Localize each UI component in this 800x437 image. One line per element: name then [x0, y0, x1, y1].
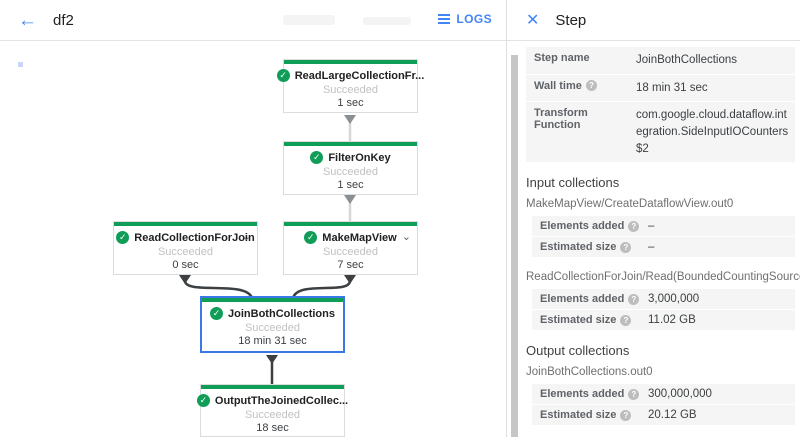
section-title-output-collections: Output collections [526, 343, 630, 359]
node-name: FilterOnKey [328, 151, 391, 164]
node-status-bar [114, 222, 257, 226]
help-icon[interactable]: ? [628, 388, 640, 400]
metric-value: 300,000,000 [648, 388, 712, 401]
metric-label: Estimated size [540, 409, 617, 422]
graph-node-filter-on-key[interactable]: ✓ FilterOnKey Succeeded 1 sec [283, 141, 418, 195]
node-status: Succeeded [322, 246, 379, 258]
job-title: df2 [53, 11, 74, 29]
node-time: 1 sec [337, 97, 364, 109]
node-name: MakeMapView [322, 231, 397, 244]
collection-name: MakeMapView/CreateDataflowView.out0 [526, 198, 734, 211]
help-icon[interactable]: ? [585, 80, 597, 92]
step-panel-body: Step name JoinBothCollections Wall time … [507, 41, 800, 437]
node-status-bar [284, 142, 417, 146]
metric-label: Elements added [540, 220, 625, 233]
metric-label: Elements added [540, 388, 625, 401]
metric-row: Elements added ? 3,000,000 [532, 289, 795, 310]
logs-label: LOGS [456, 12, 492, 26]
node-status-bar [201, 385, 344, 389]
close-icon[interactable]: ✕ [526, 12, 540, 29]
property-label: Step name [534, 52, 590, 64]
metric-label: Elements added [540, 293, 625, 306]
node-time: 18 sec [256, 422, 289, 434]
node-name: ReadLargeCollectionFr... [294, 69, 425, 82]
redacted-text [363, 17, 411, 25]
node-time: 7 sec [337, 259, 364, 271]
metric-value: 11.02 GB [648, 314, 696, 327]
job-graph-canvas[interactable]: ✓ ReadLargeCollectionFr... ⌄ Succeeded 1… [0, 41, 506, 437]
panel-title: Step [555, 11, 587, 29]
collection-name: JoinBothCollections.out0 [526, 366, 653, 379]
graph-node-make-map-view[interactable]: ✓ MakeMapView ⌄ Succeeded 7 sec [283, 221, 418, 275]
metric-row: Estimated size ? 20.12 GB [532, 405, 795, 426]
node-name: JoinBothCollections [228, 307, 335, 320]
step-details-panel: ✕ Step Step name JoinBothCollections Wal… [506, 0, 800, 437]
property-row: Step name JoinBothCollections [526, 47, 795, 74]
property-label: Transform Function [534, 107, 588, 132]
node-status: Succeeded [322, 84, 379, 96]
job-header: ← df2 LOGS [0, 0, 506, 41]
metric-row: Elements added ? – [532, 216, 795, 237]
canvas-artifact-dot [18, 62, 23, 67]
section-title-input-collections: Input collections [526, 175, 620, 191]
logs-list-icon [438, 14, 451, 24]
node-status: Succeeded [157, 246, 214, 258]
panel-scrollbar[interactable] [511, 55, 518, 437]
node-time: 0 sec [172, 259, 199, 271]
property-label: Wall time [534, 79, 582, 92]
metric-value: 20.12 GB [648, 409, 697, 422]
graph-node-output-the-joined-collection[interactable]: ✓ OutputTheJoinedCollec... Succeeded 18 … [196, 384, 349, 437]
success-check-icon: ✓ [196, 394, 210, 407]
help-icon[interactable]: ? [620, 314, 632, 326]
success-check-icon: ✓ [276, 69, 290, 82]
metric-label: Estimated size [540, 241, 617, 254]
success-check-icon: ✓ [310, 151, 324, 164]
node-name: OutputTheJoinedCollec... [214, 394, 349, 407]
metric-row: Estimated size ? 11.02 GB [532, 310, 795, 331]
node-status: Succeeded [322, 166, 379, 178]
metric-row: Estimated size ? – [532, 237, 795, 258]
node-status: Succeeded [244, 409, 301, 421]
step-panel-header: ✕ Step [507, 0, 800, 41]
success-check-icon: ✓ [304, 231, 318, 244]
metric-value: – [648, 220, 655, 233]
collection-name: ReadCollectionForJoin/Read(BoundedCounti… [526, 271, 800, 284]
node-status-bar [202, 298, 343, 302]
logs-button[interactable]: LOGS [438, 12, 492, 26]
metric-value: – [648, 241, 655, 254]
node-status-bar [284, 60, 417, 64]
help-icon[interactable]: ? [628, 220, 640, 232]
success-check-icon: ✓ [116, 231, 130, 244]
chevron-down-icon[interactable]: ⌄ [401, 69, 411, 81]
property-value: com.google.cloud.dataflow.integration.Si… [636, 109, 789, 155]
redacted-text [283, 15, 335, 25]
node-time: 18 min 31 sec [238, 335, 307, 347]
property-row: Wall time ? 18 min 31 sec [526, 74, 795, 102]
help-icon[interactable]: ? [628, 293, 640, 305]
metric-label: Estimated size [540, 314, 617, 327]
graph-node-join-both-collections[interactable]: ✓ JoinBothCollections Succeeded 18 min 3… [200, 296, 345, 353]
node-status-bar [284, 222, 417, 226]
chevron-down-icon[interactable]: ⌄ [401, 231, 411, 243]
metric-value: 3,000,000 [648, 293, 700, 306]
help-icon[interactable]: ? [620, 241, 632, 253]
property-value: JoinBothCollections [636, 54, 738, 66]
node-name: ReadCollectionForJoin [134, 231, 255, 244]
chevron-down-icon[interactable]: ⌄ [241, 231, 251, 243]
property-row: Transform Function com.google.cloud.data… [526, 102, 795, 163]
graph-node-read-large-collection[interactable]: ✓ ReadLargeCollectionFr... ⌄ Succeeded 1… [276, 59, 424, 113]
back-arrow-icon[interactable]: ← [18, 9, 37, 31]
help-icon[interactable]: ? [620, 409, 632, 421]
graph-node-read-collection-for-join[interactable]: ✓ ReadCollectionForJoin ⌄ Succeeded 0 se… [113, 221, 258, 275]
property-value: 18 min 31 sec [636, 81, 708, 94]
graph-edges [179, 115, 356, 384]
success-check-icon: ✓ [210, 307, 224, 320]
node-status: Succeeded [244, 322, 301, 334]
metric-row: Elements added ? 300,000,000 [532, 384, 795, 405]
node-time: 1 sec [337, 179, 364, 191]
